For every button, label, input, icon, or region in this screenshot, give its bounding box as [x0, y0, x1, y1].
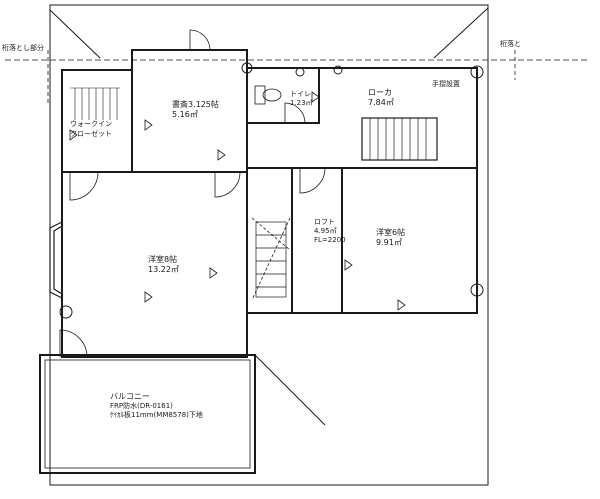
stair	[361, 117, 438, 161]
east-room-name: 洋室6帖	[376, 228, 406, 237]
hallway-name: ローカ	[368, 88, 392, 97]
door-study	[189, 29, 211, 51]
west-room-area: 13.22㎡	[148, 265, 179, 274]
door-toilet	[284, 102, 306, 124]
roof-hip-left	[49, 9, 101, 59]
balcony-name: バルコニー	[110, 392, 150, 401]
eave-note-left: 桁落とし部分	[2, 44, 44, 52]
east-room-area: 9.91㎡	[376, 238, 402, 247]
door-closet	[69, 171, 99, 201]
bay-window-inner	[53, 225, 63, 295]
loft-marks	[251, 217, 291, 301]
roof-hip-bottom	[254, 354, 326, 426]
study-area: 5.16㎡	[172, 110, 198, 119]
door-west-room	[214, 171, 241, 198]
balcony-inner-rail	[44, 359, 251, 469]
loft-name: ロフト	[314, 218, 335, 226]
west-room-name: 洋室8帖	[148, 255, 178, 264]
roof-hip-right	[433, 7, 489, 59]
handrail-label: 手摺設置	[432, 80, 460, 88]
triangle-marks	[69, 91, 406, 311]
closet-shelving	[70, 87, 120, 120]
toilet-name: トイレ	[290, 90, 311, 98]
balcony-spec-1: FRP防水(DR-0161)	[110, 402, 173, 410]
balcony-spec-2: ｹｲｶﾙ板11mm(MM8578)下地	[110, 411, 203, 419]
door-east-room	[299, 167, 326, 194]
loft-height: FL=2200	[314, 236, 346, 244]
study-name: 書斎3.125帖	[172, 100, 219, 109]
bay-window	[49, 221, 63, 299]
wall-east-room	[291, 167, 478, 314]
column-markers	[59, 62, 484, 319]
closet-name-2: クローゼット	[70, 130, 112, 138]
closet-name-1: ウォークイン	[70, 120, 112, 128]
toilet-fixture	[254, 85, 282, 105]
eave-note-right: 桁落と	[500, 40, 521, 48]
loft-area: 4.95㎡	[314, 227, 337, 235]
wall-balcony	[39, 354, 256, 474]
toilet-area: 1.23㎡	[290, 99, 313, 107]
hallway-area: 7.84㎡	[368, 98, 394, 107]
door-balcony	[59, 329, 88, 358]
